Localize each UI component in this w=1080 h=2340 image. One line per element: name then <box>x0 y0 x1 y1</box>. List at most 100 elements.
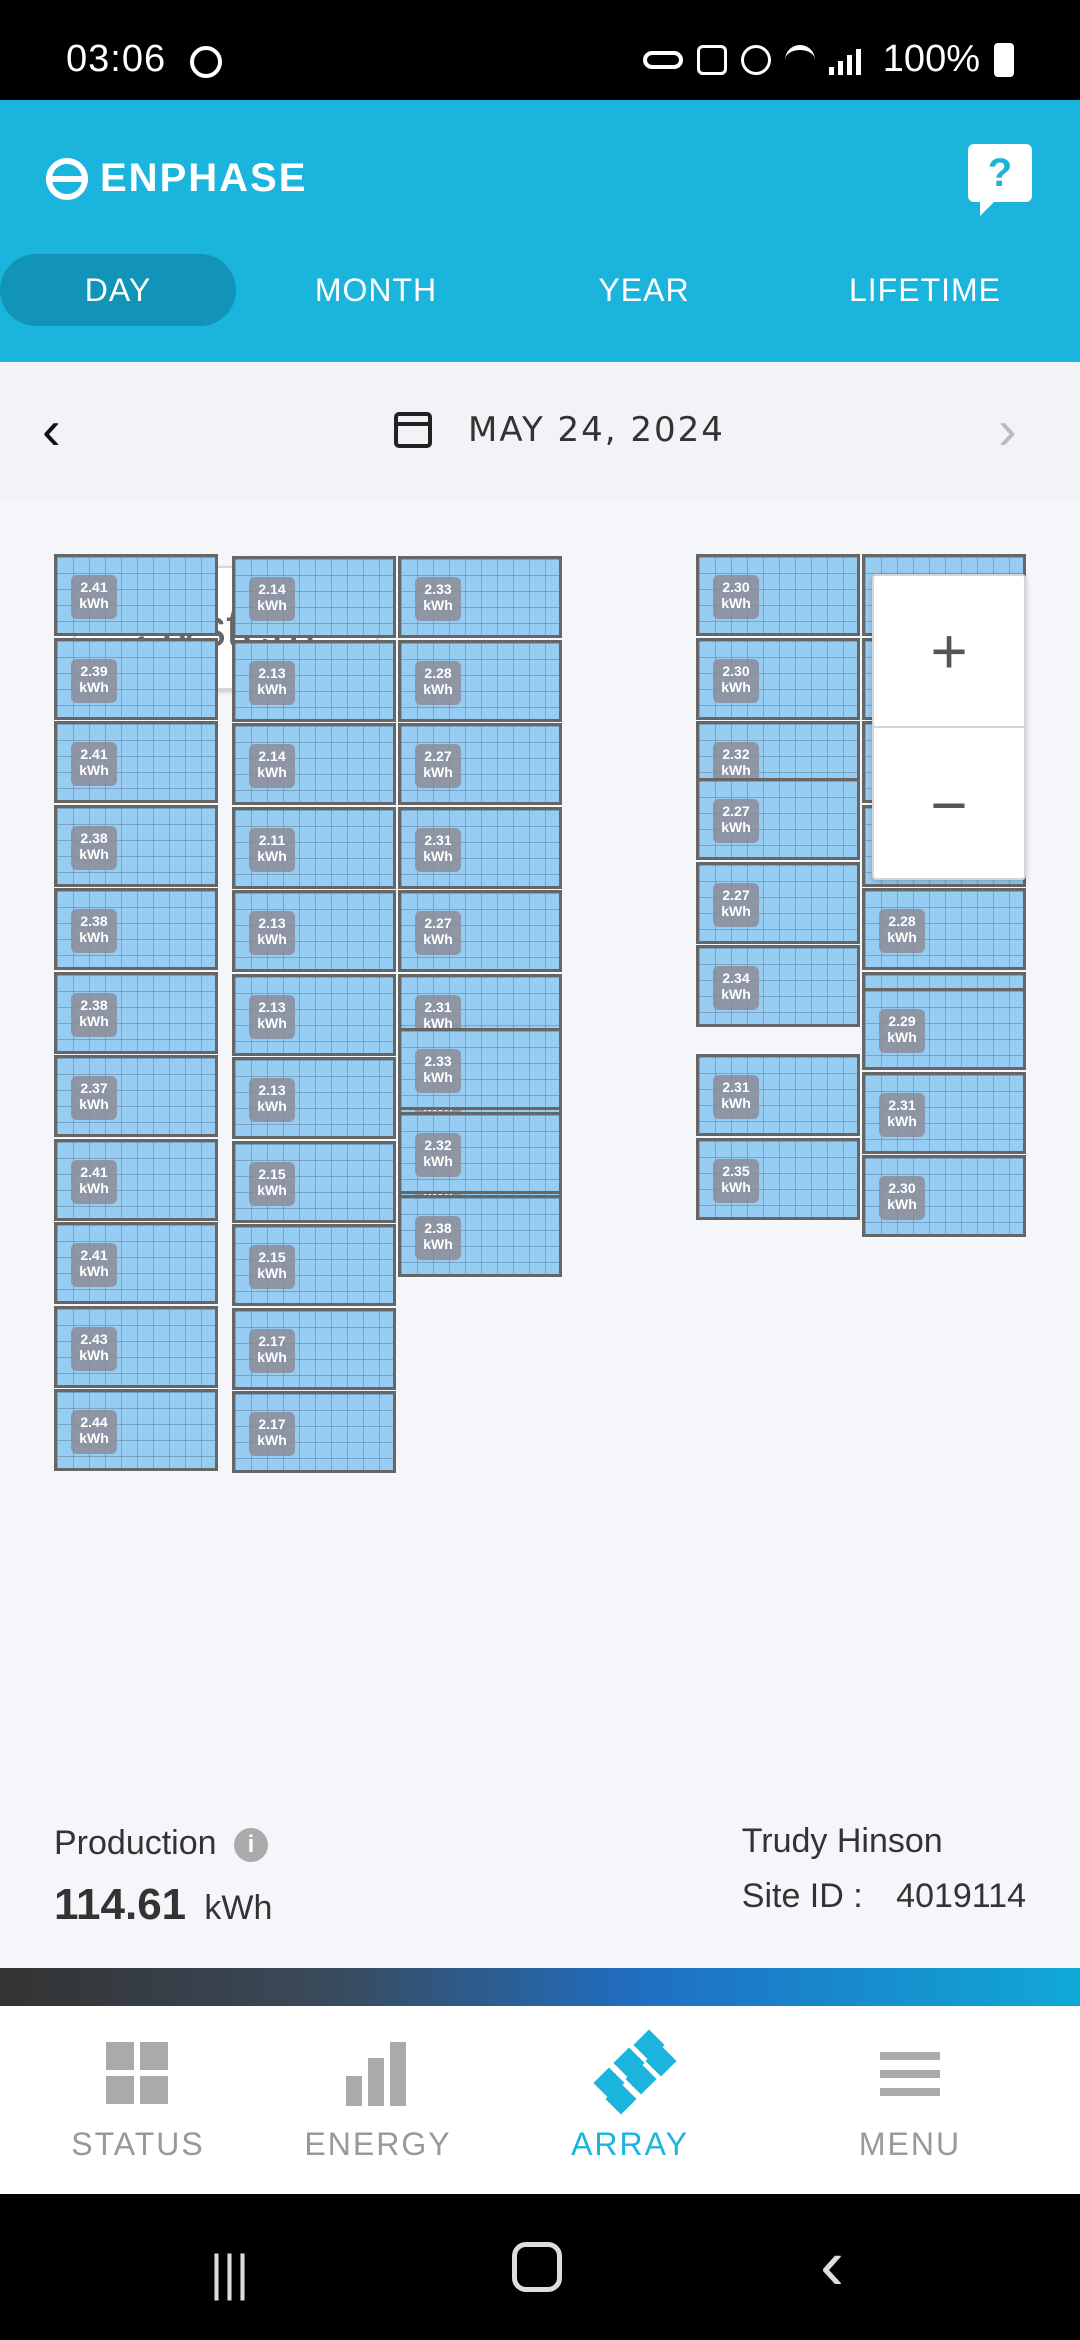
panel-unit: kWh <box>257 1098 287 1114</box>
panel-unit: kWh <box>79 1179 109 1196</box>
panel-unit: kWh <box>423 1236 453 1252</box>
production-value: 114.61 <box>54 1880 187 1929</box>
system-navigation: ||| ‹ <box>0 2194 1080 2340</box>
wifi-icon <box>784 44 815 75</box>
panel-unit: kWh <box>423 597 453 613</box>
tab-lifetime[interactable]: LIFETIME <box>848 272 1001 308</box>
panel-value: 2.34 <box>722 970 750 986</box>
panel-value: 2.38 <box>424 1220 452 1236</box>
help-button[interactable]: ? <box>968 144 1032 216</box>
production-value-row: 114.61 kWh <box>54 1880 272 1930</box>
chevron-right-icon[interactable]: › <box>998 398 1017 461</box>
panel-unit: kWh <box>257 1181 287 1198</box>
site-id-value: 4019114 <box>896 1877 1026 1915</box>
key-icon <box>642 50 683 69</box>
panel-unit: kWh <box>257 1265 287 1281</box>
home-icon[interactable] <box>512 2242 562 2292</box>
chevron-left-icon[interactable]: ‹ <box>42 398 61 461</box>
array-map[interactable]: System + − 2 3 1 2.41kWh2.39kWh2.41kWh2.… <box>0 498 1080 1968</box>
panel-unit: kWh <box>257 1014 287 1031</box>
panel-value: 2.14 <box>258 748 286 764</box>
panel-unit: kWh <box>257 1432 287 1448</box>
nav-status[interactable]: STATUS <box>38 2042 238 2163</box>
nav-menu[interactable]: MENU <box>810 2042 1010 2163</box>
nav-array[interactable]: ARRAY <box>530 2029 730 2163</box>
panel-unit: kWh <box>257 847 287 864</box>
panel-value: 2.28 <box>888 913 916 929</box>
tab-year[interactable]: YEAR <box>598 272 690 308</box>
calendar-icon[interactable] <box>394 412 432 448</box>
back-icon[interactable]: ‹ <box>820 2225 844 2305</box>
panel-unit: kWh <box>79 1346 109 1363</box>
zoom-in-button[interactable]: + <box>874 576 1024 728</box>
production-summary: Production i 114.61 kWh Trudy Hinson Sit… <box>0 1794 1080 1968</box>
panel-unit: kWh <box>721 1178 751 1195</box>
nav-energy[interactable]: ENERGY <box>278 2042 478 2163</box>
panel-value: 2.13 <box>258 915 286 931</box>
tab-month[interactable]: MONTH <box>314 272 438 308</box>
panel-value: 2.15 <box>258 1165 286 1182</box>
panel-value: 2.31 <box>424 831 452 848</box>
panel-value: 2.43 <box>80 1330 108 1347</box>
zoom-out-button[interactable]: − <box>930 769 968 841</box>
tab-day[interactable]: DAY <box>0 254 236 326</box>
selected-date[interactable]: MAY 24, 2024 <box>468 410 725 450</box>
info-icon[interactable]: i <box>234 1828 268 1863</box>
nav-menu-label: MENU <box>858 2126 962 2162</box>
energy-bars-icon <box>346 2042 410 2106</box>
recents-icon[interactable]: ||| <box>210 2245 249 2301</box>
panel-unit: kWh <box>79 1096 109 1112</box>
panel-unit: kWh <box>79 929 109 945</box>
